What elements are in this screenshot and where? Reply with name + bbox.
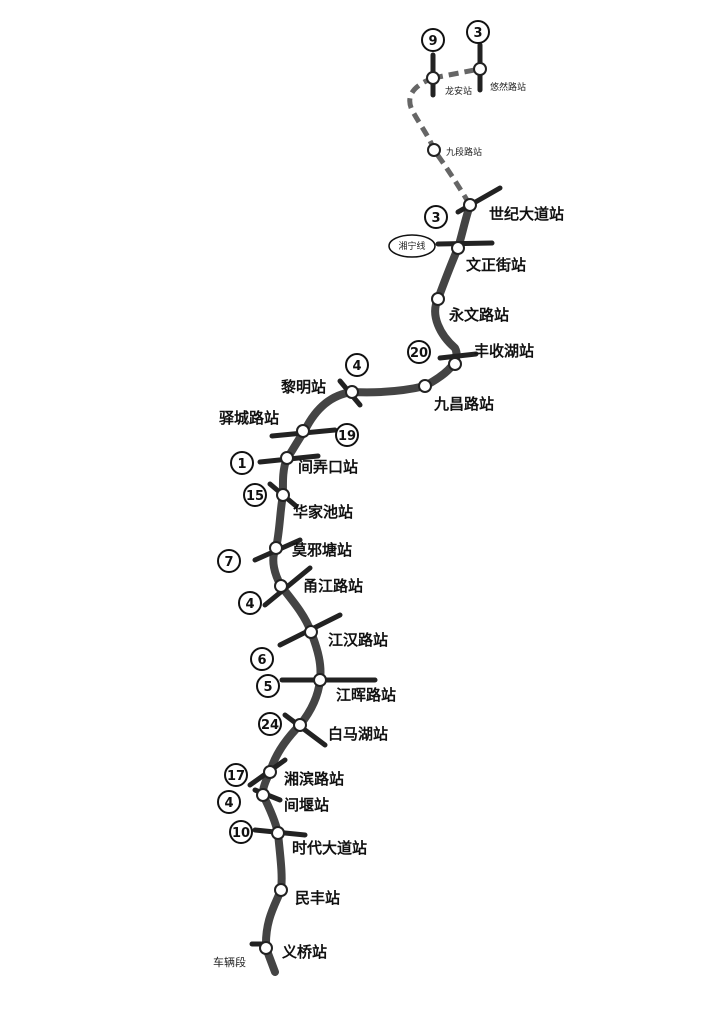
svg-text:24: 24 [261,718,279,733]
svg-text:20: 20 [410,346,428,361]
svg-text:4: 4 [224,796,233,811]
svg-text:3: 3 [473,26,482,41]
station-label-s19[interactable]: 间堰站 [284,796,329,814]
svg-text:1: 1 [237,457,246,472]
line-badge[interactable]: 3 [466,20,490,44]
station-label-s3[interactable]: 九段路站 [446,146,482,158]
station-label-s9[interactable]: 黎明站 [281,378,326,396]
branch-label[interactable]: 湘宁线 [388,234,436,258]
svg-text:10: 10 [232,826,250,841]
line-badge[interactable]: 9 [421,28,445,52]
svg-text:6: 6 [257,653,266,668]
station-markers [256,62,487,955]
station-label-s10[interactable]: 驿城路站 [219,409,279,427]
station-label-s7[interactable]: 丰收湖站 [474,342,534,360]
line-badge[interactable]: 19 [335,423,359,447]
line-badge[interactable]: 5 [256,674,280,698]
line-badge[interactable]: 7 [217,549,241,573]
line-badge[interactable]: 1 [230,451,254,475]
line-badge[interactable]: 4 [345,353,369,377]
station-label-s11[interactable]: 间弄口站 [298,458,358,476]
station-label-s17[interactable]: 白马湖站 [328,725,388,743]
line-badge[interactable]: 4 [217,790,241,814]
svg-text:17: 17 [227,769,245,784]
station-label-s15[interactable]: 江汉路站 [328,631,388,649]
svg-text:5: 5 [263,680,272,695]
station-label-s21[interactable]: 民丰站 [295,889,340,907]
station-label-s4[interactable]: 世纪大道站 [489,205,564,223]
station-label-s12[interactable]: 华家池站 [293,503,353,521]
station-label-s14[interactable]: 甬江路站 [303,577,363,595]
line-badge[interactable]: 6 [250,647,274,671]
svg-text:4: 4 [352,359,361,374]
line-badge[interactable]: 4 [238,591,262,615]
svg-text:15: 15 [246,489,264,504]
svg-text:湘宁线: 湘宁线 [398,240,425,252]
svg-text:7: 7 [224,555,233,570]
station-label-s16[interactable]: 江晖路站 [336,686,396,704]
depot-label: 车辆段 [213,955,246,969]
transfer-line-badges: 9 3 3 20 4 19 1 15 [217,20,490,844]
svg-text:19: 19 [338,429,356,444]
station-label-s13[interactable]: 莫邪塘站 [292,541,352,559]
line-badge[interactable]: 15 [243,483,267,507]
station-label-s2[interactable]: 悠然路站 [490,81,526,93]
line-badge[interactable]: 17 [224,763,248,787]
svg-text:3: 3 [431,211,440,226]
line-badge[interactable]: 24 [258,712,282,736]
svg-text:9: 9 [428,34,437,49]
station-label-s5[interactable]: 文正街站 [466,256,526,274]
station-label-s22[interactable]: 义桥站 [282,943,327,961]
station-label-s1[interactable]: 龙安站 [445,85,472,97]
line-badge[interactable]: 3 [424,205,448,229]
station-label-s18[interactable]: 湘滨路站 [284,770,344,788]
line-badge[interactable]: 20 [407,340,431,364]
station-label-s6[interactable]: 永文路站 [448,306,509,324]
planned-extension-line [407,66,481,207]
svg-text:4: 4 [245,597,254,612]
line-badge[interactable]: 10 [229,820,253,844]
station-label-s8[interactable]: 九昌路站 [433,395,494,413]
station-label-s20[interactable]: 时代大道站 [292,839,367,857]
